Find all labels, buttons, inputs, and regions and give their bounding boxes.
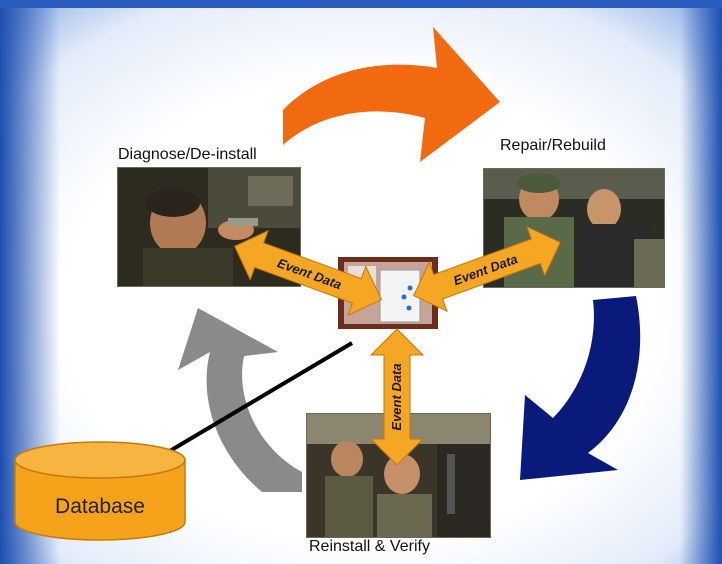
event-arrow-right bbox=[413, 225, 561, 313]
database-icon bbox=[14, 441, 186, 541]
step-label-diagnose: Diagnose/De-install bbox=[118, 146, 257, 163]
step-label-reinstall: Reinstall & Verify bbox=[309, 538, 430, 555]
event-arrow-vertical bbox=[369, 328, 425, 466]
event-data-label-vertical: Event Data bbox=[389, 363, 404, 430]
cycle-arrow-gray bbox=[178, 308, 302, 492]
database-label: Database bbox=[55, 495, 145, 518]
data-link-line bbox=[156, 341, 354, 460]
event-arrow-left bbox=[234, 229, 382, 317]
cycle-arrow-navy bbox=[520, 296, 641, 480]
cycle-arrow-orange bbox=[283, 27, 500, 162]
step-label-repair: Repair/Rebuild bbox=[500, 137, 606, 154]
